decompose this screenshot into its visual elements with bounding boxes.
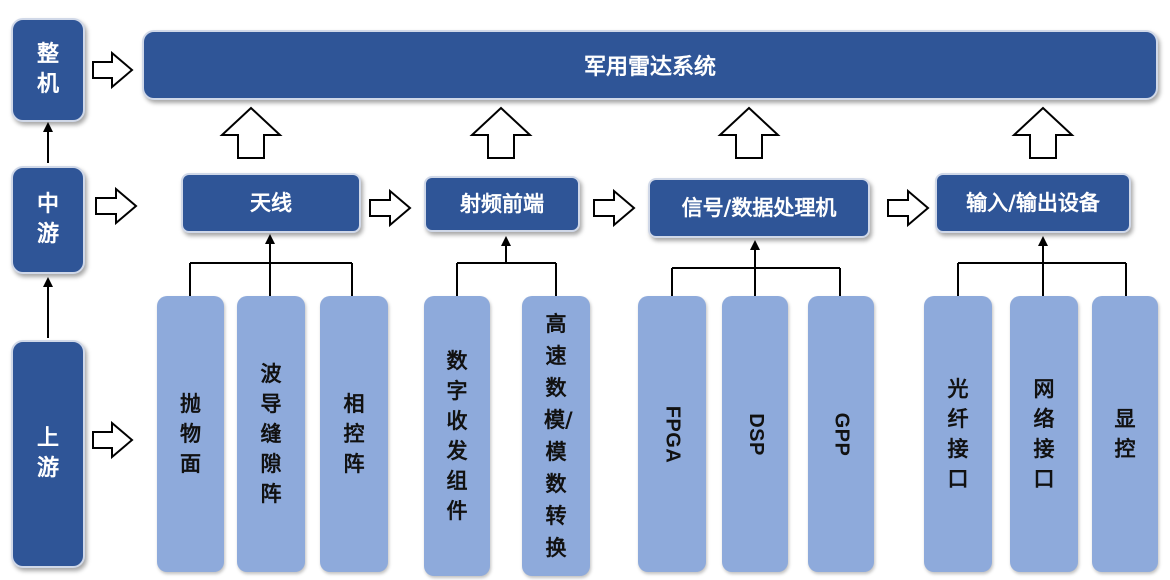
hollow-arrow-right-icon — [887, 188, 930, 228]
system-bar-label: 军用雷达系统 — [583, 55, 716, 80]
hollow-arrow-up-icon — [717, 106, 781, 159]
upstream-gpp-label: GPP — [830, 412, 853, 456]
stage-whole-machine-label: 整机 — [36, 42, 59, 97]
stage-midstream-label: 中游 — [36, 192, 59, 247]
upstream-gpp: GPP — [808, 296, 874, 572]
upstream-digital-transceiver-label: 数字收发组件 — [446, 349, 468, 523]
hollow-arrow-right-icon — [92, 50, 134, 90]
upstream-dsp: DSP — [722, 296, 788, 572]
system-bar: 军用雷达系统 — [142, 30, 1158, 100]
stage-midstream: 中游 — [11, 166, 85, 274]
midstream-antenna-label: 天线 — [250, 191, 292, 215]
upstream-waveguide-slot-array-label: 波导缝隙阵 — [260, 362, 282, 506]
upstream-digital-transceiver: 数字收发组件 — [424, 296, 490, 576]
hollow-arrow-up-icon — [1011, 106, 1075, 159]
upstream-network-interface: 网络接口 — [1010, 296, 1078, 572]
upstream-parabolic-label: 抛物面 — [180, 392, 201, 476]
midstream-rf-front-end: 射频前端 — [424, 176, 580, 232]
hollow-arrow-up-icon — [469, 106, 533, 159]
connector-io-devices — [957, 236, 1127, 296]
connector-antenna — [189, 234, 353, 296]
hollow-arrow-right-icon — [92, 420, 134, 460]
midstream-io-devices: 输入/输出设备 — [935, 173, 1131, 233]
upstream-dsp-label: DSP — [744, 412, 767, 456]
hollow-arrow-up-icon — [219, 106, 283, 159]
stage-upstream-label: 上游 — [36, 426, 59, 481]
stage-upstream: 上游 — [11, 340, 85, 568]
midstream-rf-front-end-label: 射频前端 — [460, 192, 544, 216]
stage-up-arrow-lower — [43, 277, 53, 338]
hollow-arrow-right-icon — [95, 186, 138, 226]
upstream-network-interface-label: 网络接口 — [1033, 377, 1055, 491]
connector-signal-processor — [671, 240, 841, 296]
midstream-io-devices-label: 输入/输出设备 — [966, 191, 1100, 215]
midstream-signal-processor-label: 信号/数据处理机 — [681, 196, 837, 220]
stage-up-arrow-upper — [43, 122, 53, 163]
upstream-fiber-interface-label: 光纤接口 — [947, 377, 969, 491]
upstream-display-control: 显控 — [1092, 296, 1158, 572]
midstream-antenna: 天线 — [181, 173, 361, 233]
upstream-high-speed-converter-label: 高速数模/模数转换 — [544, 312, 573, 560]
stage-whole-machine: 整机 — [11, 18, 85, 122]
upstream-high-speed-converter: 高速数模/模数转换 — [522, 296, 590, 576]
upstream-phased-array: 相控阵 — [320, 296, 388, 572]
hollow-arrow-right-icon — [593, 188, 636, 228]
upstream-fiber-interface: 光纤接口 — [924, 296, 992, 572]
upstream-display-control-label: 显控 — [1114, 407, 1136, 461]
midstream-signal-processor: 信号/数据处理机 — [648, 178, 870, 238]
upstream-fpga-label: FPGA — [661, 405, 684, 463]
upstream-parabolic: 抛物面 — [157, 296, 224, 572]
hollow-arrow-right-icon — [369, 188, 412, 228]
upstream-phased-array-label: 相控阵 — [343, 392, 365, 476]
connector-rf-front-end — [456, 236, 557, 296]
upstream-fpga: FPGA — [638, 296, 706, 572]
upstream-waveguide-slot-array: 波导缝隙阵 — [237, 296, 305, 572]
